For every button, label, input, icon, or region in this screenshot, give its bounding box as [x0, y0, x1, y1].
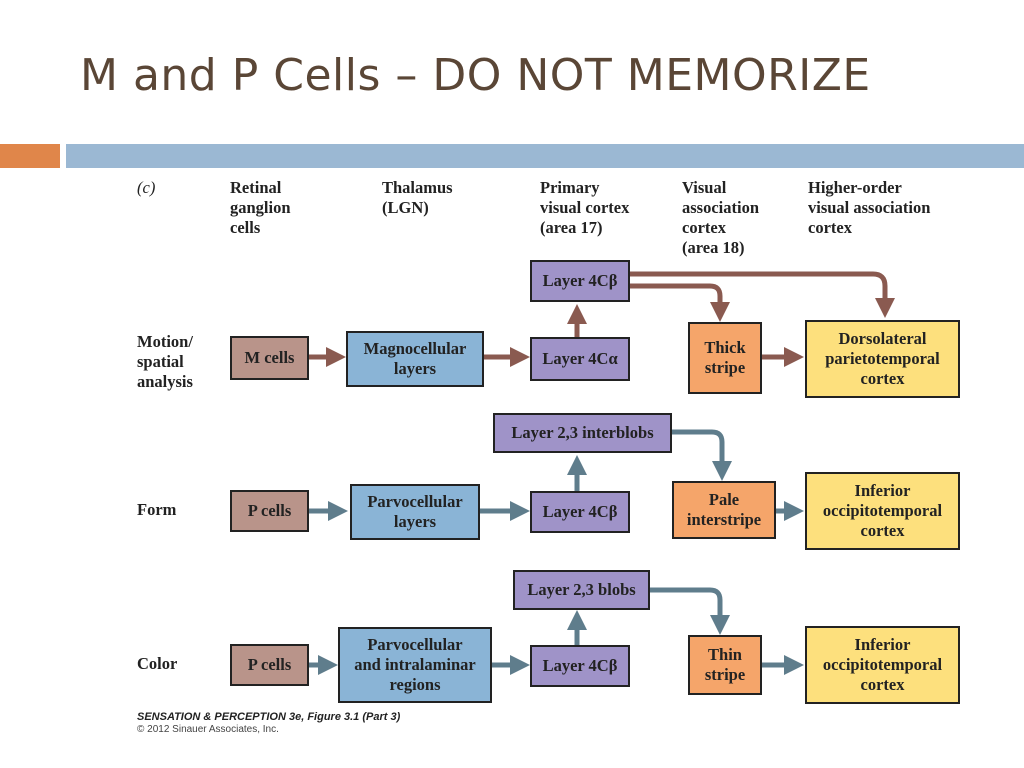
box-layer-4c-alpha: Layer 4Cα [530, 337, 630, 381]
box-p-cells-form: P cells [230, 490, 309, 532]
box-blobs: Layer 2,3 blobs [513, 570, 650, 610]
arrow-4cb-to-dorsolateral [622, 271, 895, 318]
box-thick-stripe: Thick stripe [688, 322, 762, 394]
accent-bar-blue [66, 144, 1024, 168]
copyright-notice: © 2012 Sinauer Associates, Inc. [137, 724, 279, 735]
accent-bar-orange [0, 144, 60, 168]
row-label-color: Color [137, 654, 178, 673]
arrow-4cb-to-thick [622, 283, 730, 322]
panel-label: (c) [137, 178, 156, 197]
arrow-blobs-to-thin [650, 587, 730, 635]
slide-title: M and P Cells – DO NOT MEMORIZE [80, 50, 871, 101]
box-pale-interstripe: Pale interstripe [672, 481, 776, 539]
box-p-cells-color: P cells [230, 644, 309, 686]
box-magnocellular-layers: Magnocellular layers [346, 331, 484, 387]
column-header-thalamus: Thalamus (LGN) [382, 178, 453, 217]
column-header-retinal: Retinal ganglion cells [230, 178, 291, 237]
box-inferior-cortex-color: Inferior occipitotemporal cortex [805, 626, 960, 704]
box-parvocellular-layers: Parvocellular layers [350, 484, 480, 540]
column-header-primary-cortex: Primary visual cortex (area 17) [540, 178, 630, 237]
box-layer-4c-beta-form: Layer 4Cβ [530, 491, 630, 533]
row-label-motion: Motion/ spatial analysis [137, 332, 193, 391]
box-layer-4c-beta-color: Layer 4Cβ [530, 645, 630, 687]
row-label-form: Form [137, 500, 177, 519]
box-layer-4c-beta-motion: Layer 4Cβ [530, 260, 630, 302]
box-inferior-cortex-form: Inferior occipitotemporal cortex [805, 472, 960, 550]
figure-credit: SENSATION & PERCEPTION 3e, Figure 3.1 (P… [137, 711, 401, 723]
box-thin-stripe: Thin stripe [688, 635, 762, 695]
box-parvo-intralaminar: Parvocellular and intralaminar regions [338, 627, 492, 703]
column-header-association-cortex: Visual association cortex (area 18) [682, 178, 760, 257]
box-interblobs: Layer 2,3 interblobs [493, 413, 672, 453]
box-dorsolateral-cortex: Dorsolateral parietotemporal cortex [805, 320, 960, 398]
arrow-interblobs-to-pale [672, 429, 732, 481]
box-m-cells: M cells [230, 336, 309, 380]
column-header-higher-order: Higher-order visual association cortex [808, 178, 931, 237]
